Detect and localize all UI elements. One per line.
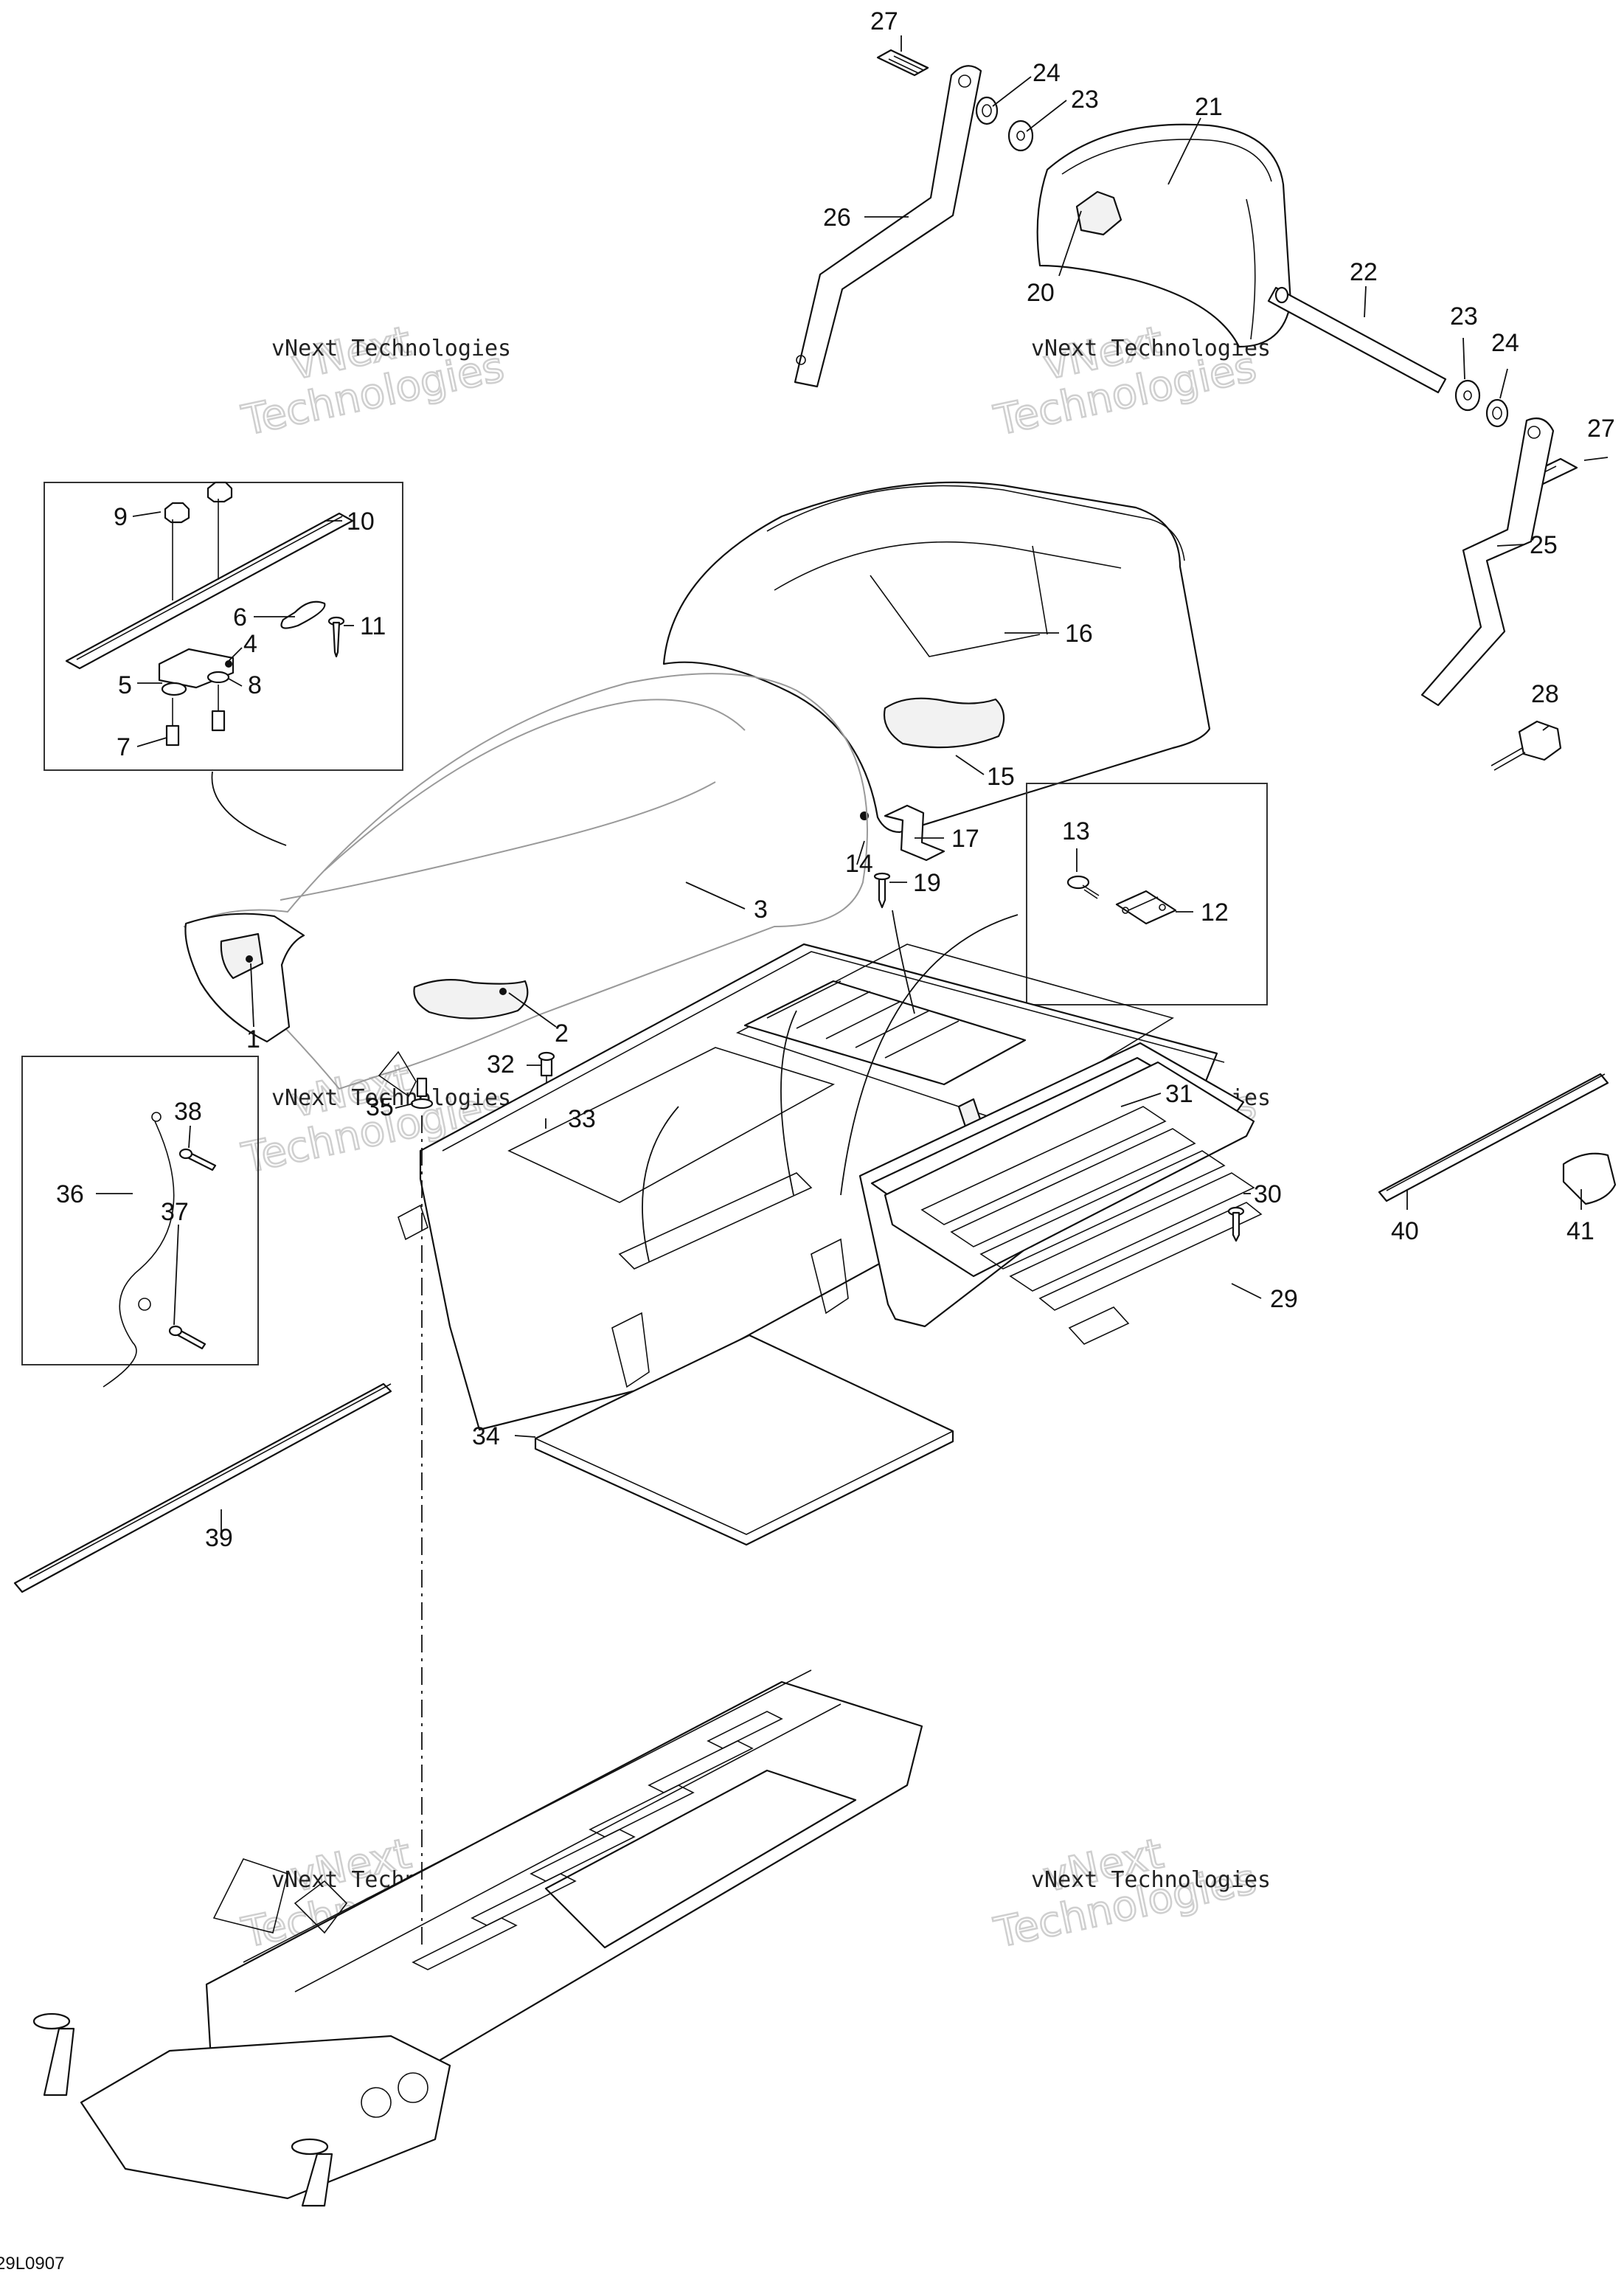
rivet-30 xyxy=(1227,1206,1245,1242)
arrow-19 xyxy=(892,910,915,1014)
callout-21: 21 xyxy=(1195,93,1223,121)
callout-31: 31 xyxy=(1165,1080,1193,1108)
callout-23: 23 xyxy=(1071,86,1099,114)
washer-23-right xyxy=(1454,379,1481,412)
callout-38: 38 xyxy=(174,1098,202,1126)
rod-22 xyxy=(1267,286,1447,394)
callout-14: 14 xyxy=(845,850,873,878)
strip-39 xyxy=(13,1382,392,1593)
panel-29 xyxy=(858,1042,1263,1345)
velcro-20 xyxy=(1075,190,1122,236)
figure-reference: 29L0907 xyxy=(0,2254,64,2274)
screw-13 xyxy=(1066,875,1100,899)
callout-25: 25 xyxy=(1530,531,1558,559)
watermark-text: vNext Technologies xyxy=(1031,1867,1271,1893)
callout-33: 33 xyxy=(568,1105,596,1133)
bolt-27-top xyxy=(876,49,929,77)
bolt-7 xyxy=(165,685,226,747)
detail-arrow xyxy=(211,771,287,846)
callout-17: 17 xyxy=(951,825,979,853)
callout-2: 2 xyxy=(555,1019,569,1048)
callout-6: 6 xyxy=(233,603,247,631)
backrest-assembly xyxy=(794,49,1578,771)
screw-38 xyxy=(178,1148,217,1171)
arrow-33a xyxy=(642,1106,679,1262)
callout-24-right: 24 xyxy=(1491,329,1519,357)
callout-20: 20 xyxy=(1027,279,1055,307)
velcro-15 xyxy=(883,697,1005,749)
knob-28 xyxy=(1491,720,1562,771)
callout-34: 34 xyxy=(472,1422,500,1450)
callout-labels: 27 24 23 21 26 20 22 23 24 27 25 16 28 1… xyxy=(56,7,1615,1552)
callout-26: 26 xyxy=(823,204,851,232)
callout-3: 3 xyxy=(754,896,768,924)
callout-37: 37 xyxy=(161,1198,189,1226)
backrest-pad-21 xyxy=(1036,123,1292,348)
callout-8: 8 xyxy=(248,671,262,699)
nut-9b xyxy=(207,481,233,580)
strip-40 xyxy=(1378,1073,1609,1202)
latch-17 xyxy=(884,804,945,862)
callout-1: 1 xyxy=(246,1025,260,1053)
grommet-35 xyxy=(410,1077,434,1109)
rivet-19 xyxy=(873,872,891,909)
callout-5: 5 xyxy=(118,671,132,699)
hinge-detail-box xyxy=(1026,783,1268,1005)
callout-13: 13 xyxy=(1062,817,1090,845)
nut-9 xyxy=(164,502,190,600)
spacer-24-right xyxy=(1485,398,1509,428)
strap-6 xyxy=(280,600,326,629)
arrow-hinge xyxy=(840,914,1019,1196)
callout-23-right: 23 xyxy=(1450,302,1478,330)
callout-12: 12 xyxy=(1201,899,1229,927)
tether-36 xyxy=(103,1112,175,1388)
washer-5 xyxy=(161,682,187,696)
velcro-2 xyxy=(413,979,529,1019)
callout-27: 27 xyxy=(870,7,898,35)
callout-11: 11 xyxy=(360,612,386,640)
callout-16: 16 xyxy=(1065,620,1093,648)
callout-28: 28 xyxy=(1531,680,1559,708)
bracket-25 xyxy=(1420,418,1555,707)
latch-plate-10 xyxy=(65,512,354,670)
callout-15: 15 xyxy=(987,763,1015,791)
callout-40: 40 xyxy=(1391,1217,1419,1245)
callout-22: 22 xyxy=(1350,258,1378,286)
cap-41 xyxy=(1562,1152,1617,1205)
chassis-frame xyxy=(32,1669,923,2207)
pad-34 xyxy=(534,1334,954,1546)
callout-9: 9 xyxy=(114,503,128,531)
hinge-12 xyxy=(1115,890,1177,925)
leader-lines xyxy=(96,35,1609,1537)
callout-4: 4 xyxy=(243,630,257,658)
callout-24: 24 xyxy=(1033,59,1061,87)
screw-37 xyxy=(168,1325,207,1350)
watermark-text: vNext Technologies xyxy=(1031,336,1271,361)
pin-11 xyxy=(327,616,345,658)
cargo-seat-16 xyxy=(662,481,1211,834)
spacer-24-top xyxy=(975,96,999,125)
seat-3 xyxy=(183,673,868,1098)
washer-8 xyxy=(207,671,230,684)
tether-detail-box xyxy=(21,1056,259,1365)
callout-41: 41 xyxy=(1566,1217,1594,1245)
callout-39: 39 xyxy=(205,1524,233,1552)
watermark-text: vNext Technologies xyxy=(271,336,511,361)
callout-10: 10 xyxy=(347,508,375,536)
callout-29: 29 xyxy=(1270,1285,1298,1313)
callout-19: 19 xyxy=(913,869,941,897)
arrow-33b xyxy=(780,1010,797,1196)
callout-32: 32 xyxy=(487,1050,515,1079)
washer-23-top xyxy=(1007,120,1034,152)
callout-7: 7 xyxy=(117,733,131,761)
callout-36: 36 xyxy=(56,1180,84,1208)
watermark-text: vNext Technologies xyxy=(271,1085,511,1111)
callout-35: 35 xyxy=(366,1093,394,1121)
callout-30: 30 xyxy=(1254,1180,1282,1208)
callout-27-right: 27 xyxy=(1587,415,1615,443)
